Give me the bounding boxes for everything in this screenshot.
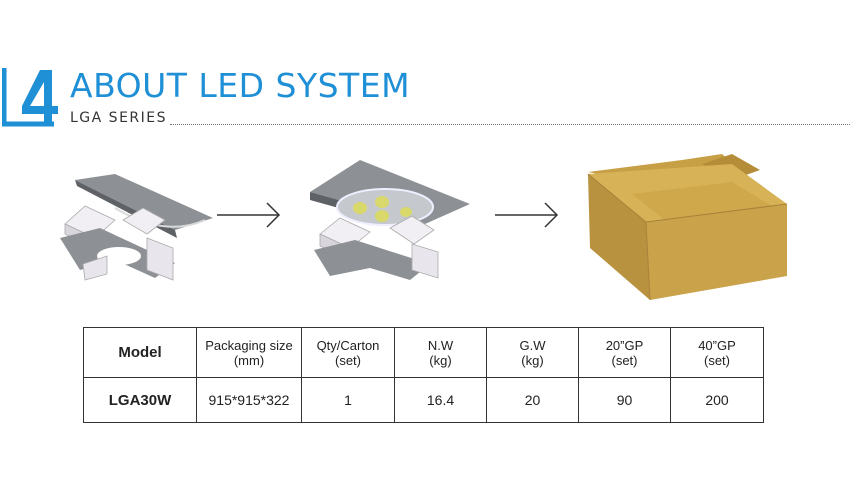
table-row: LGA30W 915*915*322 1 16.4 20 90 200 bbox=[83, 377, 764, 423]
header-cell-20gp: 20”GP (set) bbox=[578, 327, 671, 378]
cell-nw: 16.4 bbox=[394, 377, 487, 423]
series-subtitle: LGA SERIES bbox=[70, 110, 167, 126]
packaging-spec-table: Model Packaging size (mm) Qty/Carton (se… bbox=[83, 327, 764, 423]
cell-40gp: 200 bbox=[670, 377, 764, 423]
header-cell-40gp: 40”GP (set) bbox=[670, 327, 764, 378]
carton-box-illustration bbox=[587, 154, 788, 301]
brand-logo-icon bbox=[2, 68, 58, 127]
cell-gw: 20 bbox=[486, 377, 579, 423]
cell-packaging-size: 915*915*322 bbox=[196, 377, 302, 423]
cell-20gp: 90 bbox=[578, 377, 671, 423]
header-cell-packaging-size: Packaging size (mm) bbox=[196, 327, 302, 378]
header-cell-model: Model bbox=[83, 327, 197, 378]
cell-qty-carton: 1 bbox=[301, 377, 395, 423]
arrow-right-icon bbox=[217, 202, 281, 228]
table-header-row: Model Packaging size (mm) Qty/Carton (se… bbox=[83, 327, 764, 378]
dotted-divider bbox=[170, 124, 850, 125]
packaging-step-2-illustration bbox=[310, 160, 470, 280]
header-cell-qty-carton: Qty/Carton (set) bbox=[301, 327, 395, 378]
packaging-step-1-illustration bbox=[60, 174, 213, 281]
cell-model: LGA30W bbox=[83, 377, 197, 423]
header-cell-nw: N.W (kg) bbox=[394, 327, 487, 378]
header-cell-gw: G.W (kg) bbox=[486, 327, 579, 378]
arrow-right-icon bbox=[495, 202, 559, 228]
page-title: ABOUT LED SYSTEM bbox=[70, 66, 411, 105]
